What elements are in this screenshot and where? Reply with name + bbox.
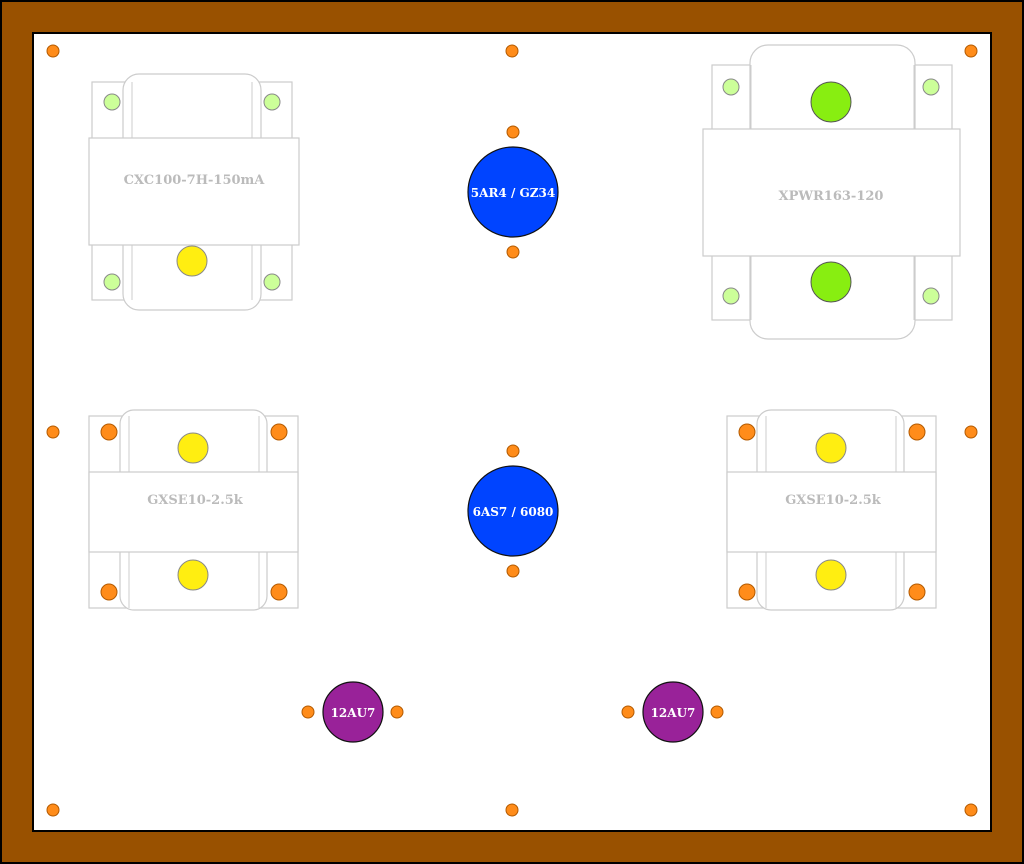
driver-tube-left [322,681,384,743]
choke-mount-hole [263,93,281,111]
mount-hole [46,803,60,817]
power-tube [467,465,559,557]
driver-tube-right [642,681,704,743]
output-transformer-core [88,471,299,553]
rectifier-tube-label: 5AR4 / GZ34 [471,186,555,200]
power-transformer: XPWR163-120 [702,44,961,340]
power-transformer-mount-hole [922,287,940,305]
choke-label: CXC100-7H-150mA [124,173,266,188]
socket-mount-hole [710,705,724,719]
socket-mount-hole [621,705,635,719]
mount-hole [46,44,60,58]
choke: CXC100-7H-150mA [88,73,300,311]
output-transformer-left-label: GXSE10-2.5k [147,493,244,508]
output-transformer-mount-hole [100,583,118,601]
power-transformer-mount-hole [722,78,740,96]
mount-hole [505,803,519,817]
choke-mount-hole [103,273,121,291]
mount-hole [964,803,978,817]
output-transformer-right: GXSE10-2.5k [726,409,937,611]
power-transformer-mount-hole [722,287,740,305]
power-transformer-label: XPWR163-120 [779,189,884,204]
socket-mount-hole [506,444,520,458]
choke-mount-hole [103,93,121,111]
mount-hole [964,44,978,58]
socket-mount-hole [506,125,520,139]
socket-mount-hole [506,245,520,259]
mount-hole [964,425,978,439]
power-tube-label: 6AS7 / 6080 [473,505,554,519]
power-transformer-lead-hole [810,81,852,123]
output-transformer-mount-hole [270,423,288,441]
choke-core [88,137,300,246]
output-transformer-right-label: GXSE10-2.5k [785,493,882,508]
rectifier-tube-socket: 5AR4 / GZ34 [467,125,559,259]
driver-tube-left-label: 12AU7 [331,706,376,720]
socket-mount-hole [506,564,520,578]
output-transformer-mount-hole [270,583,288,601]
power-transformer-lead-hole [810,261,852,303]
output-transformer-lead-hole [815,432,847,464]
output-transformer-lead-hole [177,432,209,464]
output-transformer-core [726,471,937,553]
choke-lead-hole [176,245,208,277]
mount-hole [505,44,519,58]
driver-tube-right-label: 12AU7 [651,706,696,720]
mount-hole [46,425,60,439]
output-transformer-mount-hole [908,583,926,601]
output-transformer-mount-hole [908,423,926,441]
output-transformer-left: GXSE10-2.5k [88,409,299,611]
power-transformer-mount-hole [922,78,940,96]
socket-mount-hole [301,705,315,719]
driver-tube-left-socket: 12AU7 [301,681,404,743]
power-transformer-core [702,128,961,257]
choke-mount-hole [263,273,281,291]
output-transformer-mount-hole [100,423,118,441]
output-transformer-lead-hole [815,559,847,591]
driver-tube-right-socket: 12AU7 [621,681,724,743]
power-tube-socket: 6AS7 / 6080 [467,444,559,578]
output-transformer-mount-hole [738,423,756,441]
panel-mounting-holes [46,44,978,817]
output-transformer-lead-hole [177,559,209,591]
rectifier-tube [467,146,559,238]
socket-mount-hole [390,705,404,719]
output-transformer-mount-hole [738,583,756,601]
